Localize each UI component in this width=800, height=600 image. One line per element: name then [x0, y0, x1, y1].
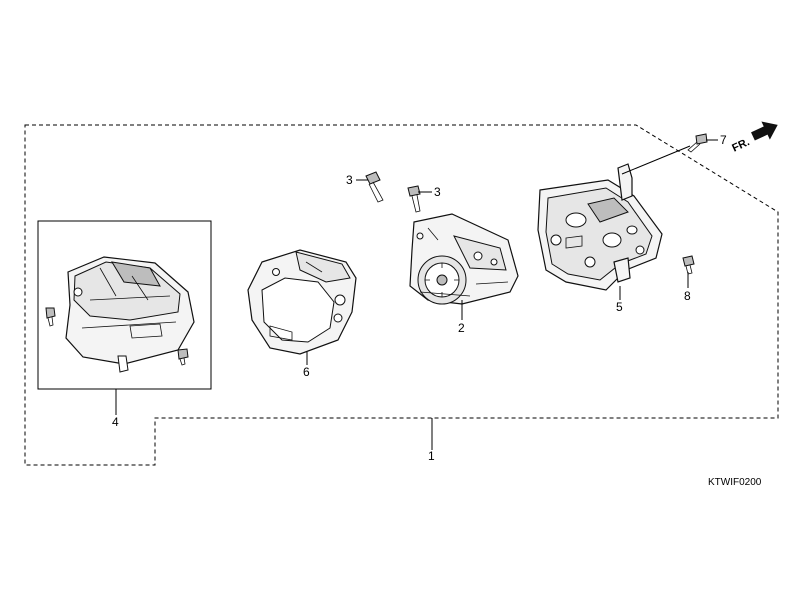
- front-direction-marker: FR.: [730, 121, 778, 155]
- part4-screw-right: [177, 348, 189, 366]
- part7-screw: [687, 133, 708, 153]
- part8-screw: [682, 255, 695, 275]
- label-part-8: 8: [684, 289, 691, 303]
- label-part-5: 5: [616, 300, 623, 314]
- assembly-boundary: [24, 124, 779, 466]
- front-direction-label: FR.: [730, 136, 751, 154]
- part4-screw-left: [45, 307, 56, 327]
- front-arrow-icon: [751, 121, 778, 141]
- leader-5-top: [621, 145, 691, 175]
- label-part-3a: 3: [346, 173, 353, 187]
- label-part-4: 4: [112, 415, 119, 429]
- part3-screw-b: [407, 185, 421, 213]
- part4-frame: [37, 220, 212, 390]
- label-part-7: 7: [720, 133, 727, 147]
- figure-code: KTWIF0200: [708, 477, 762, 488]
- part2-meter-body: [409, 213, 519, 305]
- label-part-1: 1: [428, 449, 435, 463]
- part5-meter-housing: [537, 163, 663, 291]
- label-part-3b: 3: [434, 185, 441, 199]
- label-part-2: 2: [458, 321, 465, 335]
- part6-meter-ring: [247, 249, 357, 355]
- part4-lower-cover: [65, 256, 195, 373]
- part3-screw-a: [365, 171, 384, 203]
- label-part-6: 6: [303, 365, 310, 379]
